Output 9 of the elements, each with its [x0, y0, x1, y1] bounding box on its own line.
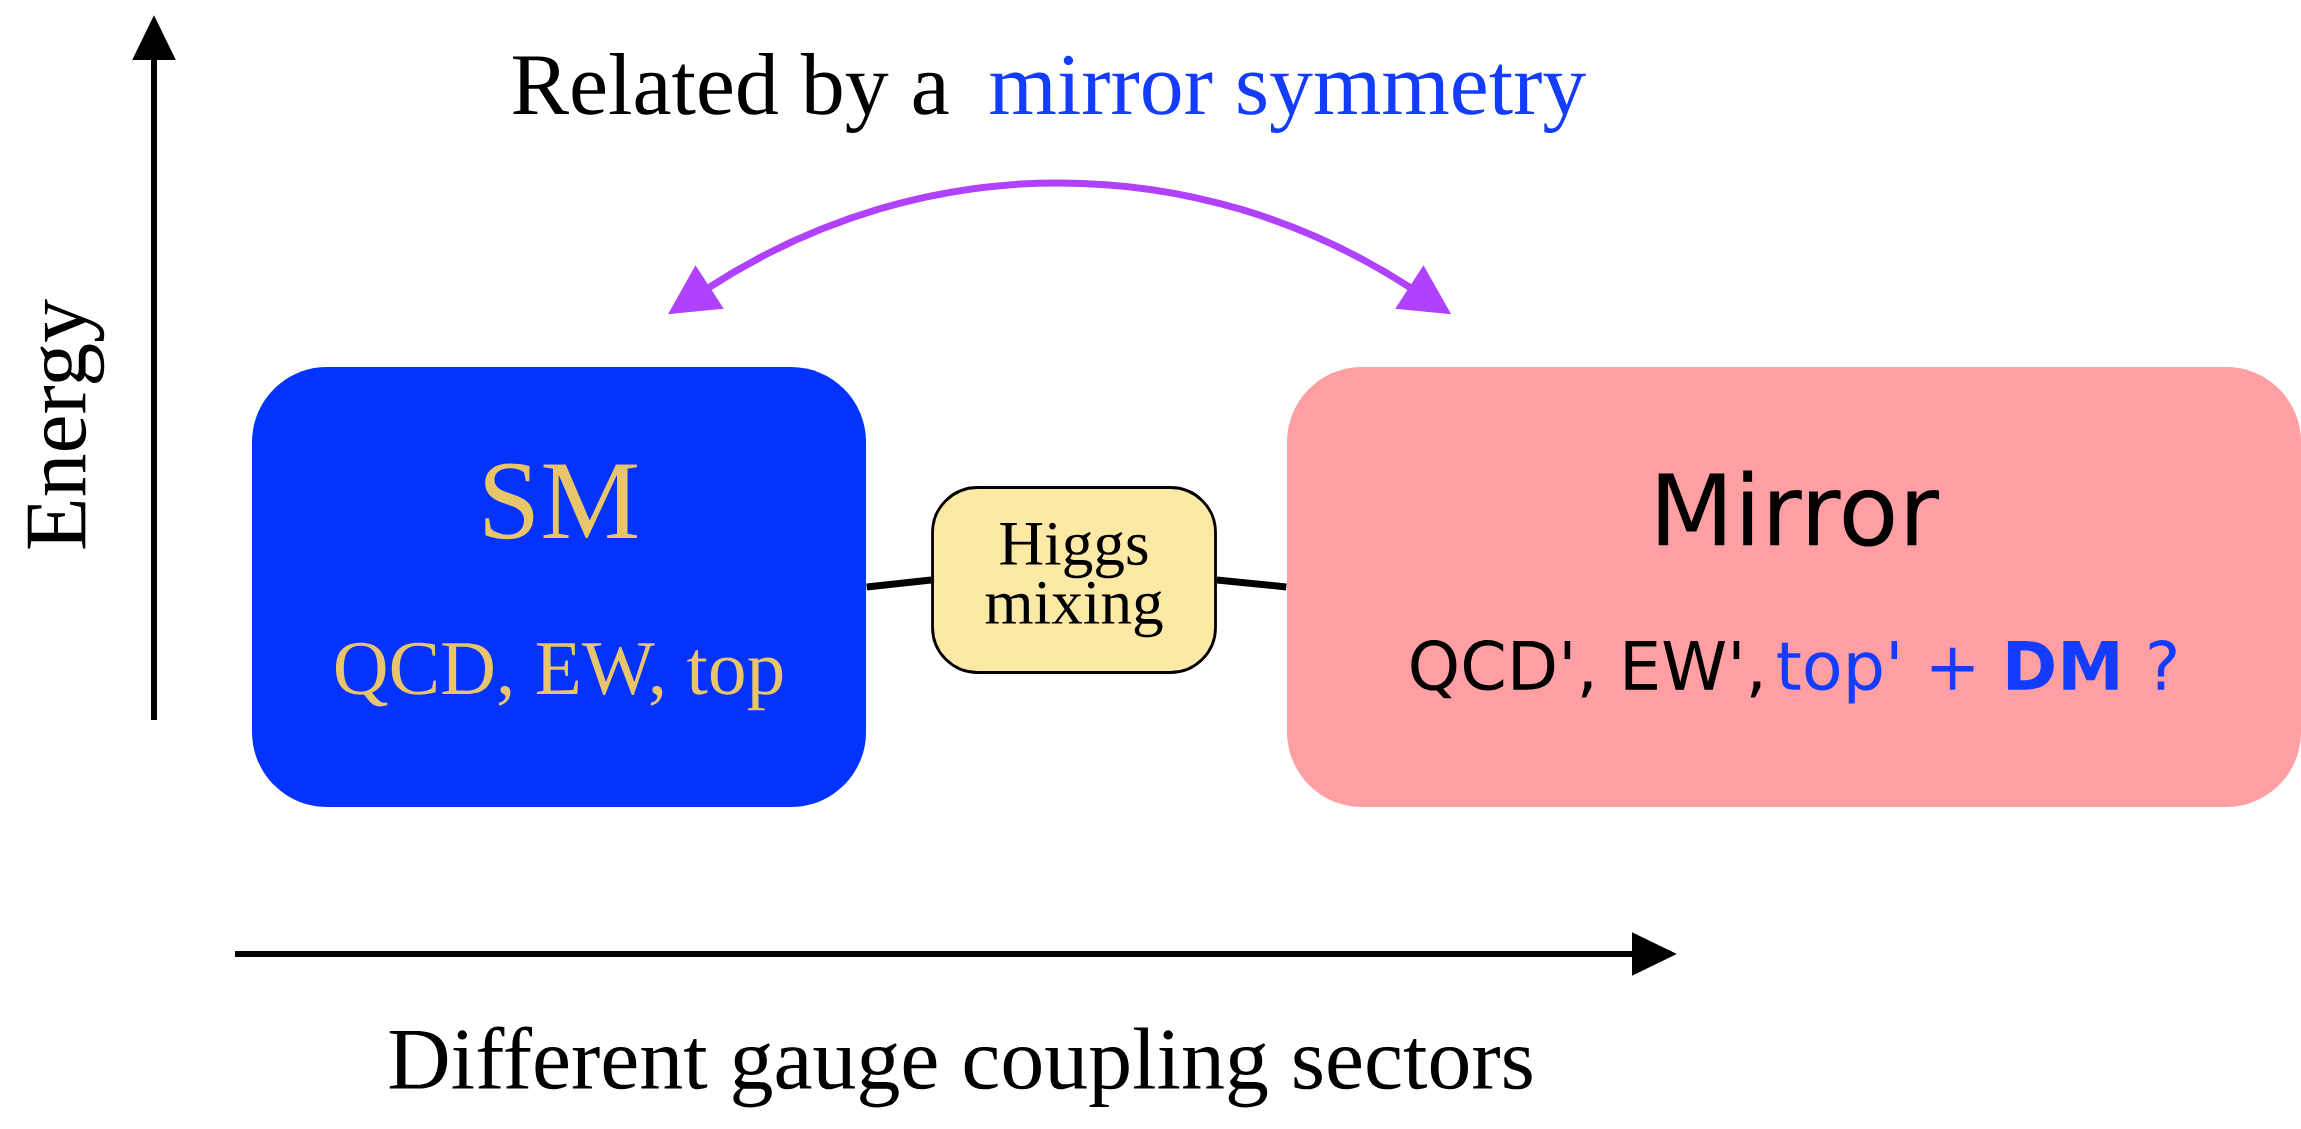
axis-label: Energy: [27, 299, 105, 549]
sector-box: Mirror QCD', EW', top' + DM ?: [1287, 367, 2301, 807]
connector-line: [1216, 576, 1287, 591]
heading-text: mirror symmetry: [990, 55, 1586, 133]
connector-line: [866, 576, 932, 591]
axis-label: Different gauge coupling sectors: [389, 1026, 1532, 1108]
mixing-box: Higgs mixing: [931, 486, 1217, 674]
heading-text: Related by a: [513, 53, 949, 133]
sector-box: SM QCD, EW, top: [252, 367, 866, 807]
